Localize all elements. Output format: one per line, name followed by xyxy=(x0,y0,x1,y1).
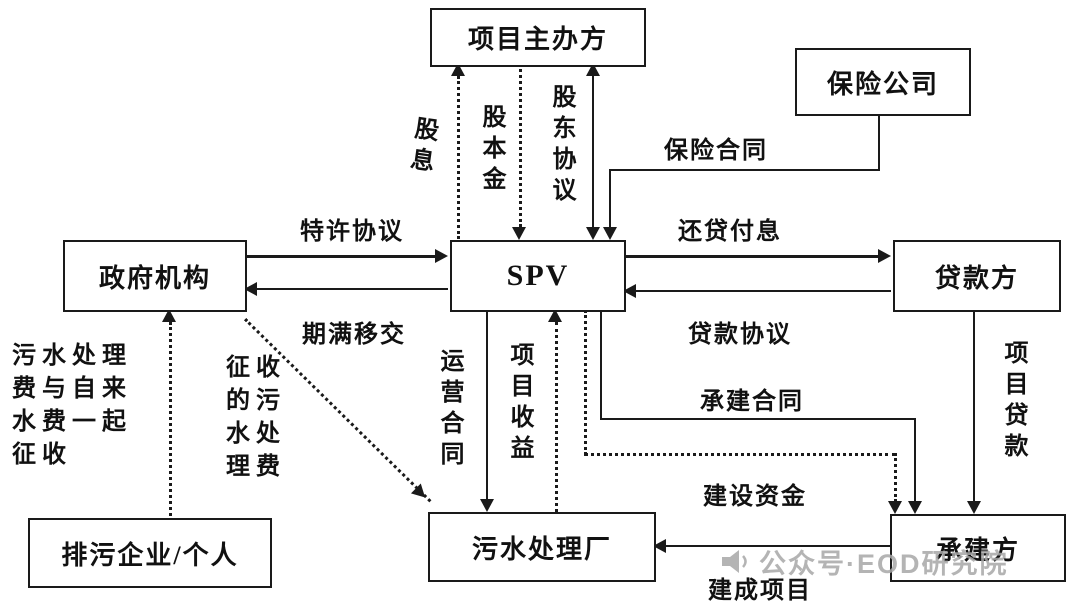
construction-contract-seg2 xyxy=(600,418,916,420)
equity-line xyxy=(519,64,522,227)
shareholder-agreement-label: 股东协议 xyxy=(548,84,574,208)
construction-funds-seg2 xyxy=(584,453,896,456)
handover-line xyxy=(257,288,448,290)
node-government: 政府机构 xyxy=(63,240,247,312)
construction-contract-arrowhead-icon xyxy=(908,501,922,514)
operation-arrowhead-icon xyxy=(480,499,494,512)
insurance-arrowhead-icon xyxy=(603,227,617,240)
fee-with-water-arrowhead-icon xyxy=(162,309,176,322)
node-plant: 污水处理厂 xyxy=(428,512,656,582)
collected-fee-label: 征收的污水处理费 xyxy=(226,355,286,481)
concession-label: 特许协议 xyxy=(300,219,404,245)
equity-arrowhead-icon xyxy=(512,227,526,240)
concession-arrowhead-icon xyxy=(435,249,448,263)
completed-project-arrowhead-icon xyxy=(653,539,666,553)
project-revenue-label: 项目收益 xyxy=(506,342,532,466)
construction-funds-arrowhead-icon xyxy=(888,501,902,514)
construction-contract-seg1 xyxy=(600,308,602,420)
equity-label: 股本金 xyxy=(478,104,504,197)
insurance-line-seg1 xyxy=(878,112,880,171)
operation-line xyxy=(486,308,488,499)
fee-with-water-line xyxy=(169,322,172,516)
project-loan-line xyxy=(973,308,975,502)
construction-funds-seg3 xyxy=(894,453,897,502)
completed-project-label: 建成项目 xyxy=(708,578,812,604)
insurance-line-seg2 xyxy=(609,169,880,171)
repayment-label: 还贷付息 xyxy=(678,219,782,245)
revenue-arrowhead-icon xyxy=(548,309,562,322)
node-spv: SPV xyxy=(450,240,626,312)
node-contractor: 承建方 xyxy=(890,514,1066,582)
construction-funds-label: 建设资金 xyxy=(703,484,807,510)
loan-agreement-line xyxy=(636,290,891,292)
construction-contract-label: 承建合同 xyxy=(700,389,804,415)
watermark-text: 公众号·EOD研究院 xyxy=(759,549,1009,579)
watermark: 公众号·EOD研究院 xyxy=(720,542,1009,581)
shareholder-arrowhead-down-icon xyxy=(586,227,600,240)
repayment-arrowhead-icon xyxy=(878,249,891,263)
construction-contract-seg3 xyxy=(914,418,916,502)
completed-project-line xyxy=(666,545,890,547)
node-insurance: 保险公司 xyxy=(795,48,971,116)
operation-contract-label: 运营合同 xyxy=(436,348,462,472)
insurance-contract-label: 保险合同 xyxy=(664,138,768,164)
node-sponsor: 项目主办方 xyxy=(430,8,646,67)
repayment-line xyxy=(622,255,879,258)
insurance-line-seg3 xyxy=(609,169,611,228)
construction-funds-seg1 xyxy=(584,310,587,455)
shareholder-line xyxy=(592,75,594,228)
megaphone-icon xyxy=(720,548,750,575)
node-lender: 贷款方 xyxy=(893,240,1061,312)
dividend-label: 股息 xyxy=(403,114,439,180)
handover-arrowhead-icon xyxy=(244,282,257,296)
handover-label: 期满移交 xyxy=(302,322,406,348)
revenue-line xyxy=(555,322,558,512)
dividend-line xyxy=(457,76,460,239)
loan-agreement-arrowhead-icon xyxy=(623,284,636,298)
node-polluters: 排污企业/个人 xyxy=(28,518,272,588)
fee-with-water-label: 污水处理费与自来水费一起征收 xyxy=(12,343,132,469)
loan-agreement-label: 贷款协议 xyxy=(688,322,792,348)
concession-line xyxy=(243,255,436,258)
project-loan-arrowhead-icon xyxy=(967,501,981,514)
project-loan-label: 项目贷款 xyxy=(1000,340,1026,464)
